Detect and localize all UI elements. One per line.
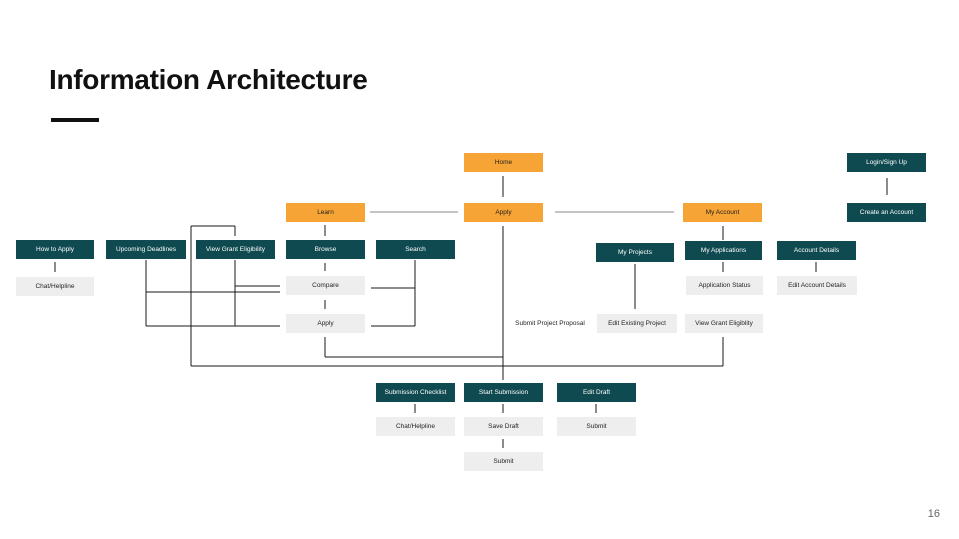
- node-my-projects: My Projects: [596, 243, 674, 262]
- node-account-details: Account Details: [777, 241, 856, 260]
- node-view-grant-eligibility: View Grant Eligibility: [196, 240, 275, 259]
- title-underline: [51, 118, 99, 122]
- node-learn: Learn: [286, 203, 365, 222]
- node-submit-1: Submit: [557, 417, 636, 436]
- node-upcoming-deadlines: Upcoming Deadlines: [106, 240, 186, 259]
- node-my-applications: My Applications: [685, 241, 762, 260]
- node-edit-existing-project: Edit Existing Project: [597, 314, 677, 333]
- node-view-grant-eligibility-2: View Grant Eligiblity: [685, 314, 763, 333]
- node-submission-checklist: Submission Checklist: [376, 383, 455, 402]
- node-edit-draft: Edit Draft: [557, 383, 636, 402]
- node-submit-project-proposal: Submit Project Proposal: [512, 314, 588, 334]
- node-start-submission: Start Submission: [464, 383, 543, 402]
- node-application-status: Application Status: [686, 276, 763, 295]
- node-home: Home: [464, 153, 543, 172]
- node-save-draft: Save Draft: [464, 417, 543, 436]
- node-apply-main: Apply: [464, 203, 543, 222]
- node-chat-helpline-2: Chat/Helpline: [376, 417, 455, 436]
- node-login-signup: Login/Sign Up: [847, 153, 926, 172]
- node-how-to-apply: How to Apply: [16, 240, 94, 259]
- slide-title: Information Architecture: [49, 64, 368, 95]
- node-apply-sub: Apply: [286, 314, 365, 333]
- node-edit-account-details: Edit Account Details: [777, 276, 857, 295]
- node-browse: Browse: [286, 240, 365, 259]
- node-my-account: My Account: [683, 203, 762, 222]
- node-create-account: Create an Account: [847, 203, 926, 222]
- node-chat-helpline-1: Chat/Helpline: [16, 277, 94, 296]
- node-search: Search: [376, 240, 455, 259]
- node-submit-2: Submit: [464, 452, 543, 471]
- node-compare: Compare: [286, 276, 365, 295]
- page-number: 16: [927, 508, 940, 520]
